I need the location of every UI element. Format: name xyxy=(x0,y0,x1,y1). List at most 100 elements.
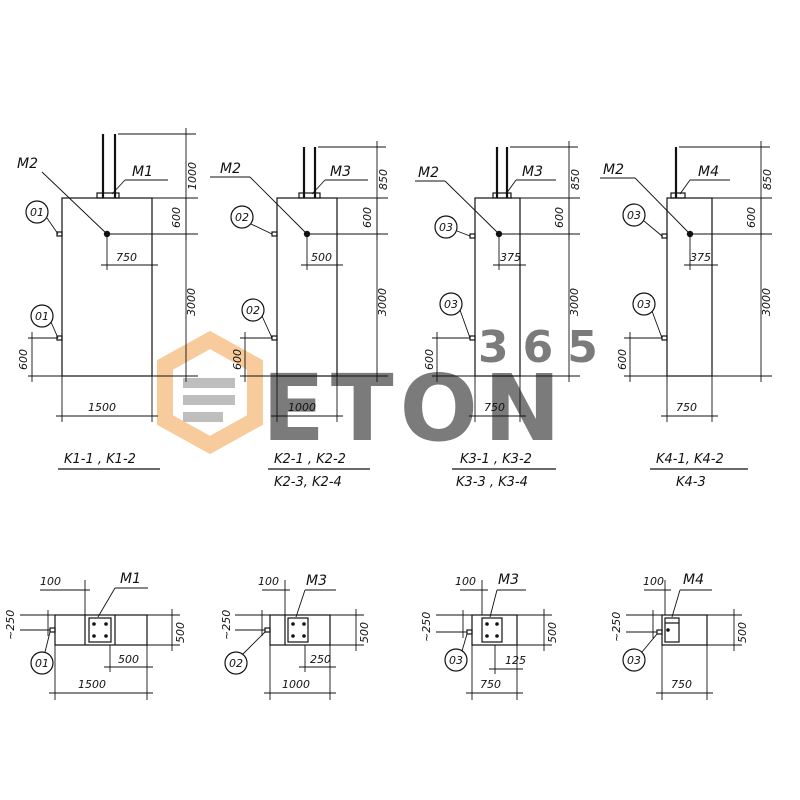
leader-line xyxy=(641,633,658,653)
dim-half: 500 xyxy=(118,653,139,666)
leader-line xyxy=(41,171,108,235)
top-plate xyxy=(96,192,120,199)
dim-250: ~250 xyxy=(220,610,233,640)
top-plate-label: M1 xyxy=(132,164,153,180)
dim-height: 3000 xyxy=(568,288,581,316)
leader-line xyxy=(456,230,471,237)
plan-body xyxy=(269,614,331,646)
leader-line xyxy=(679,179,691,195)
bolt-marker xyxy=(224,651,248,675)
embed-plate xyxy=(88,617,112,643)
plan-p2: M3 100 ~250 500 250 1000 02 xyxy=(220,573,371,700)
dim-width: 750 xyxy=(480,678,501,691)
dim-width: 1500 xyxy=(78,678,106,691)
caption-line1: K3-1 , K3-2 xyxy=(460,452,532,467)
dim-600-upper: 600 xyxy=(361,207,374,228)
leader-line xyxy=(311,179,326,195)
leader-line xyxy=(671,589,681,618)
dim-offset: 375 xyxy=(690,251,711,264)
dim-half: 250 xyxy=(310,653,331,666)
dim-width: 750 xyxy=(484,401,505,414)
leader-line xyxy=(50,321,59,339)
embed-plate xyxy=(664,617,680,643)
plate-label: M4 xyxy=(683,572,704,588)
bolt-label: 03 xyxy=(627,654,641,667)
bolt-label: 02 xyxy=(246,304,260,317)
leader-line xyxy=(461,633,468,652)
leader-line xyxy=(242,631,266,655)
top-plate-label: M3 xyxy=(522,164,543,180)
dim-100: 100 xyxy=(258,575,279,588)
dim-600-upper: 600 xyxy=(745,207,758,228)
dim-depth: 500 xyxy=(736,622,749,643)
top-plate xyxy=(492,192,512,199)
embed-label: M2 xyxy=(603,162,624,178)
bolt-marker xyxy=(30,304,54,328)
top-plate-label: M3 xyxy=(330,164,351,180)
bolt-marker xyxy=(230,205,254,229)
watermark-number: 365 xyxy=(478,322,612,373)
anchor xyxy=(104,634,108,638)
caption-line2: K3-3 , K3-4 xyxy=(456,475,528,490)
anchor xyxy=(495,634,499,638)
dim-250: ~250 xyxy=(4,610,17,640)
dim-600-lower: 600 xyxy=(423,349,436,370)
bolt-marker xyxy=(444,648,468,672)
dim-100: 100 xyxy=(40,575,61,588)
watermark-logo-icon xyxy=(157,330,263,455)
leader-line xyxy=(295,589,306,618)
dim-offset: 375 xyxy=(500,251,521,264)
plan-body xyxy=(54,614,148,646)
dim-height: 3000 xyxy=(185,288,198,316)
dim-top: 850 xyxy=(569,169,582,190)
embed-label: M2 xyxy=(418,165,439,181)
bolt-label: 01 xyxy=(30,206,44,219)
leader-line xyxy=(97,587,116,618)
bolt xyxy=(271,231,278,237)
dim-offset: 750 xyxy=(116,251,137,264)
leader-line xyxy=(459,309,471,339)
bolt-marker xyxy=(241,298,265,322)
anchor xyxy=(92,622,96,626)
plan-body xyxy=(471,614,518,646)
anchor xyxy=(92,634,96,638)
leader-line xyxy=(444,180,500,235)
dim-width: 1500 xyxy=(88,401,116,414)
elevation-k4: M2 M4 03 03 850 600 3000 600 375 750 K4-… xyxy=(600,141,774,490)
caption-line1: K4-1, K4-2 xyxy=(656,452,724,467)
bolt-marker xyxy=(622,648,646,672)
embed-plate xyxy=(481,617,503,643)
dim-depth: 500 xyxy=(174,622,187,643)
bolt xyxy=(56,231,63,237)
anchor xyxy=(302,622,306,626)
bolt-label: 02 xyxy=(235,211,249,224)
leader-line xyxy=(249,176,308,235)
dim-depth: 500 xyxy=(546,622,559,643)
column-body xyxy=(61,197,153,377)
leader-line xyxy=(651,310,663,339)
dim-600-lower: 600 xyxy=(17,349,30,370)
leader-line xyxy=(634,177,691,235)
top-plate xyxy=(298,192,321,199)
anchor xyxy=(291,622,295,626)
leader-line xyxy=(46,217,59,235)
dim-height: 3000 xyxy=(760,288,773,316)
bolt xyxy=(466,629,473,635)
caption-line2: K4-3 xyxy=(676,475,706,490)
dim-100: 100 xyxy=(643,575,664,588)
bolt-marker xyxy=(25,200,49,224)
bolt xyxy=(656,629,663,635)
anchor xyxy=(485,634,489,638)
dim-width: 1000 xyxy=(282,678,310,691)
top-plate-label: M4 xyxy=(698,164,719,180)
elevation-k3: M2 M3 03 03 850 600 3000 600 375 750 K3-… xyxy=(415,141,582,490)
dim-height: 3000 xyxy=(376,288,389,316)
dim-width: 1000 xyxy=(288,401,316,414)
dim-250: ~250 xyxy=(610,612,623,642)
anchor xyxy=(302,634,306,638)
plate-label: M1 xyxy=(120,571,141,587)
anchor xyxy=(291,634,295,638)
caption-line1: K1-1 , K1-2 xyxy=(64,452,136,467)
column-body xyxy=(666,197,713,377)
